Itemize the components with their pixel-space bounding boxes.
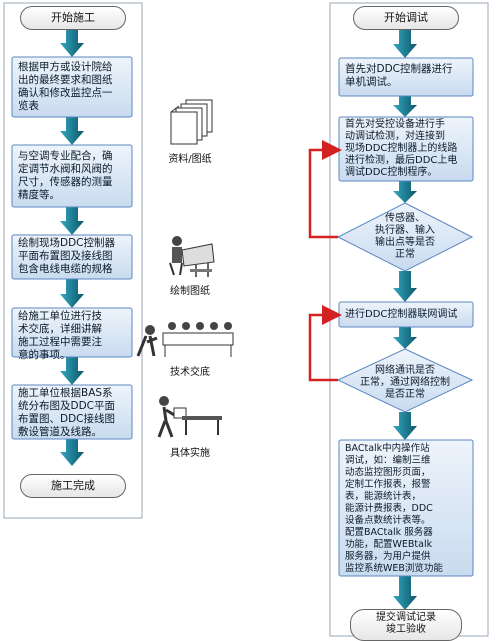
arrow-down-icon [393, 576, 417, 610]
arrow-down-icon [393, 29, 417, 58]
meeting-icon [136, 322, 234, 357]
arrow-down-icon [393, 412, 417, 440]
decision-diamond [336, 202, 474, 272]
documents-icon [170, 99, 213, 145]
right-boxes [338, 57, 474, 577]
right-step-2-text: 首先对受控设备进行手 动调试检测，对连接到 现场DDC控制器上的线路 进行检测，… [345, 119, 458, 178]
left-step-5-text: 施工单位根据BAS系 统分布图及DDC平面 布置图、DDC接线图 敷设管道及线路… [18, 387, 116, 438]
arrow-down-icon [393, 271, 417, 302]
step-box [11, 144, 133, 208]
arrow-down-icon [393, 96, 417, 117]
left-arrows [60, 29, 84, 466]
right-step-4-text: BACtalk中内操作站 调试，如：编制三维 动态监控图形页面， 定制工作报表，… [345, 443, 443, 574]
right-step-3-text: 进行DDC控制器联网调试 [345, 309, 458, 320]
worker-icon [157, 396, 222, 438]
arrow-down-icon [60, 279, 84, 308]
acceptance-pill: 提交调试记录 竣工验收 [350, 609, 462, 641]
left-step-2-text: 与空调专业配合，确 定调节水阀和风阀的 尺寸，传感器的测量 精度等。 [18, 150, 113, 201]
worker-label: 具体实施 [170, 448, 210, 459]
start-construction-pill: 开始施工 [20, 6, 126, 30]
start-debug-pill: 开始调试 [353, 6, 459, 30]
left-boxes [11, 56, 133, 440]
step-box [11, 307, 133, 358]
decision-diamond [336, 348, 474, 413]
right-arrows [393, 29, 417, 610]
step-box [11, 56, 133, 118]
left-frame [3, 2, 143, 519]
arrow-down-icon [60, 439, 84, 466]
drafting-icon [169, 236, 215, 277]
meeting-label: 技术交底 [170, 367, 210, 378]
drafting-label: 绘制图纸 [170, 286, 210, 297]
left-step-3-text: 绘制现场DDC控制器 平面布置图及接线图 包含电线电缆的规格 [18, 237, 116, 275]
step-box [11, 384, 133, 440]
left-step-4-text: 给施工单位进行技 术交底，详细讲解 施工过程中需要注 意的事项。 [18, 310, 102, 361]
documents-label: 资料/图纸 [168, 154, 212, 165]
construction-complete-pill: 施工完成 [20, 474, 126, 498]
arrow-down-icon [60, 357, 84, 385]
arrow-down-icon [60, 207, 84, 235]
step-box [338, 439, 474, 577]
right-step-1-text: 首先对DDC控制器进行 单机调试。 [345, 63, 453, 88]
arrow-down-icon [393, 181, 417, 203]
step-box [11, 234, 133, 280]
decision-2-text: 网络通讯是否 正常，通过网络控制 是否正常 [360, 365, 450, 400]
step-box [338, 57, 474, 97]
loop-back-arrow [308, 140, 342, 239]
arrow-down-icon [60, 29, 84, 57]
left-step-1-text: 根据甲方或设计院给 出的最终要求和图纸 确认和修改监控点一 览表 [18, 61, 113, 112]
arrow-down-icon [393, 327, 417, 349]
arrow-down-icon [60, 117, 84, 145]
decision-1-text: 传感器、 执行器、输入 输出点等是否 正常 [375, 213, 435, 260]
loop-back-arrow [308, 305, 342, 382]
